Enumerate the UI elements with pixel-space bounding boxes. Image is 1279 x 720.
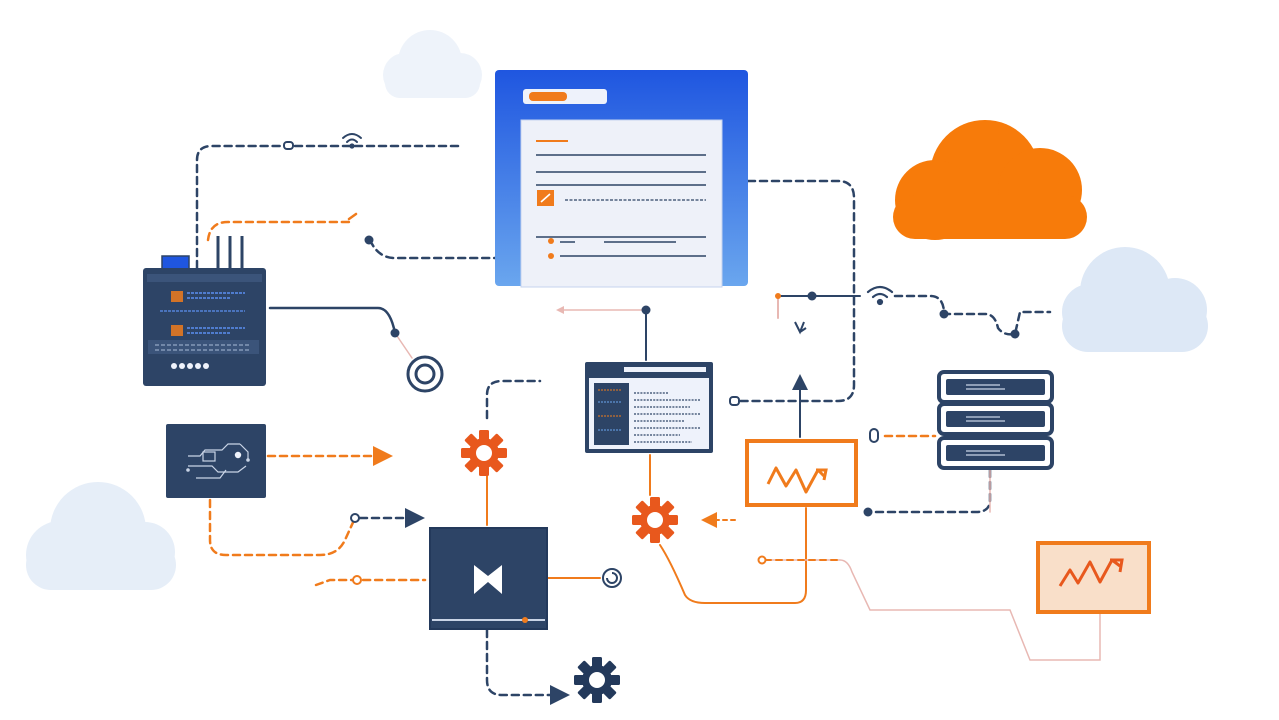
connector-dots xyxy=(283,141,1020,585)
code-editor-window[interactable] xyxy=(585,362,713,453)
gear-navy-bottom[interactable] xyxy=(574,657,620,703)
connector-router-orange xyxy=(206,220,352,242)
pale-cloud-top xyxy=(383,30,482,98)
media-player[interactable] xyxy=(429,527,548,630)
web-browser-window[interactable] xyxy=(495,70,748,288)
play-icon[interactable] xyxy=(474,565,502,594)
editor-tab-bar xyxy=(624,367,706,372)
editor-sidebar xyxy=(594,383,629,445)
pale-cloud-right xyxy=(1062,247,1208,352)
connection-lines xyxy=(195,144,1101,705)
analytics-chart-card[interactable] xyxy=(745,439,858,507)
connector-gear-top xyxy=(485,379,542,420)
connector-router-top xyxy=(195,144,287,270)
wifi-signal-right xyxy=(866,285,894,306)
small-arrow-icon xyxy=(556,306,564,314)
circuit-chip-panel[interactable] xyxy=(166,424,266,498)
status-light xyxy=(171,363,177,369)
connector-browser-left xyxy=(368,238,497,260)
connector-player-gear xyxy=(485,628,570,705)
connector-browser-right xyxy=(736,179,856,403)
wifi-signal-top xyxy=(342,133,362,149)
server-rack[interactable] xyxy=(937,370,1054,470)
connector-gear-chart xyxy=(659,507,807,604)
connector-server-down xyxy=(866,468,992,514)
browser-content-page xyxy=(520,119,723,288)
pale-cloud-left xyxy=(26,482,176,590)
gear-orange-middle[interactable] xyxy=(632,497,678,543)
target-icon[interactable] xyxy=(406,355,444,393)
connector-circuit-player xyxy=(208,498,357,557)
connector-browser-code xyxy=(559,309,647,361)
router-device[interactable] xyxy=(143,236,266,386)
gear-orange-top[interactable] xyxy=(461,430,507,476)
warning-icon xyxy=(171,291,183,302)
orange-cloud[interactable] xyxy=(893,120,1087,240)
refresh-icon[interactable] xyxy=(602,568,622,588)
connector-router-target xyxy=(268,306,397,335)
analytics-chart-card-small[interactable] xyxy=(1036,541,1151,614)
connector-small-chart xyxy=(764,559,1101,661)
